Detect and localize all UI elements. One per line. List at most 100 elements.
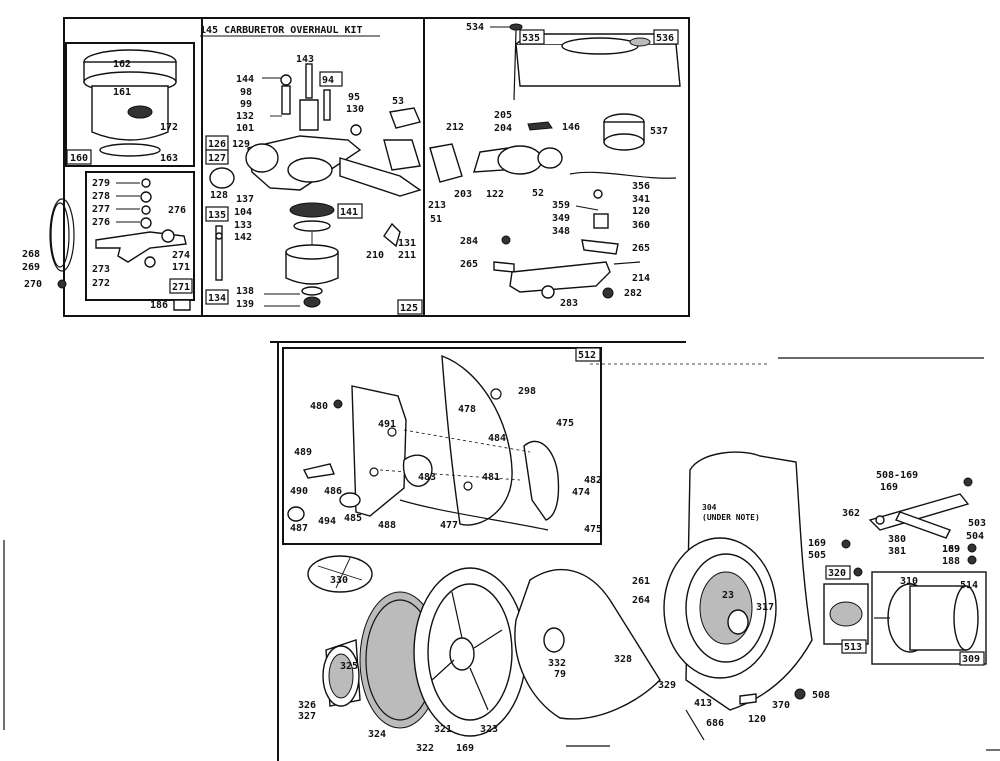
part-label-p122: 122 <box>486 189 504 200</box>
part-label-p212: 212 <box>446 122 464 133</box>
throttle-lever <box>868 493 970 531</box>
part-label-p475b: 475 <box>584 524 602 535</box>
part-label-p508: 508 <box>812 690 830 701</box>
part-label-p686: 686 <box>706 718 724 729</box>
part-label-p98: 98 <box>240 87 252 98</box>
part-label-p322: 322 <box>416 743 434 754</box>
part-label-p141: 141 <box>340 207 358 218</box>
part-label-note: 304(UNDER NOTE) <box>702 503 760 522</box>
part-label-p269: 269 <box>22 262 40 273</box>
label-160: 160 <box>70 153 88 164</box>
part-label-p79: 79 <box>554 669 566 680</box>
part-label-p134: 134 <box>208 293 226 304</box>
part-label-p213: 213 <box>428 200 446 211</box>
part-label-p356: 356 <box>632 181 650 192</box>
part-label-p487: 487 <box>290 523 308 534</box>
breaker-plate <box>351 385 407 517</box>
part-label-p477: 477 <box>440 520 458 531</box>
part-label-p341: 341 <box>632 194 650 205</box>
part-label-p536: 536 <box>656 33 674 44</box>
part-label-p272: 272 <box>92 278 110 289</box>
part-label-p330: 330 <box>330 575 348 586</box>
part-label-p325: 325 <box>340 661 358 672</box>
part-label-p480: 480 <box>310 401 328 412</box>
part-label-p210: 210 <box>366 250 384 261</box>
part-label-p484: 484 <box>488 433 506 444</box>
part-label-p211: 211 <box>398 250 416 261</box>
part-label-p324: 324 <box>368 729 386 740</box>
label-161: 161 <box>113 87 131 98</box>
part-label-p320: 320 <box>828 568 846 579</box>
upper-panel-frame <box>63 17 690 317</box>
part-label-p514: 514 <box>960 580 978 591</box>
part-label-p276b: 276 <box>168 205 186 216</box>
part-label-p276a: 276 <box>92 217 110 228</box>
part-label-p120a: 120 <box>632 206 650 217</box>
part-label-p104: 104 <box>234 207 252 218</box>
part-label-p278: 278 <box>92 191 110 202</box>
part-label-p309: 309 <box>962 654 980 665</box>
part-label-p130: 130 <box>346 104 364 115</box>
part-label-p169c: 169 <box>942 544 960 555</box>
part-label-p132: 132 <box>236 111 254 122</box>
part-label-p94: 94 <box>322 75 334 86</box>
part-label-p51: 51 <box>430 214 442 225</box>
part-label-p513: 513 <box>844 642 862 653</box>
part-label-p491: 491 <box>378 419 396 430</box>
part-label-p506: 508-169 <box>876 470 918 481</box>
part-label-p482: 482 <box>584 475 602 486</box>
part-label-p125: 125 <box>400 303 418 314</box>
part-label-p265a: 265 <box>632 243 650 254</box>
part-label-p283: 283 <box>560 298 578 309</box>
part-label-p349: 349 <box>552 213 570 224</box>
part-label-p298: 298 <box>518 386 536 397</box>
part-label-p120b: 120 <box>748 714 766 725</box>
part-label-p126: 126 <box>208 139 226 150</box>
label-162: 162 <box>113 59 131 70</box>
part-label-p494: 494 <box>318 516 336 527</box>
part-label-p205: 205 <box>494 110 512 121</box>
part-label-p381: 381 <box>888 546 906 557</box>
part-label-p277: 277 <box>92 204 110 215</box>
part-label-p138: 138 <box>236 286 254 297</box>
part-label-p504: 504 <box>966 531 984 542</box>
part-label-p380: 380 <box>888 534 906 545</box>
part-label-p328: 328 <box>614 654 632 665</box>
part-label-p135: 135 <box>208 210 226 221</box>
part-label-p329: 329 <box>658 680 676 691</box>
part-label-p261: 261 <box>632 576 650 587</box>
part-label-p485: 485 <box>344 513 362 524</box>
part-label-p317: 317 <box>756 602 774 613</box>
spring-disc <box>307 555 373 593</box>
part-label-p264: 264 <box>632 595 650 606</box>
part-label-p128: 128 <box>210 190 228 201</box>
part-label-p486: 486 <box>324 486 342 497</box>
part-label-p23: 23 <box>722 590 734 601</box>
part-label-p268: 268 <box>22 249 40 260</box>
part-label-p53: 53 <box>392 96 404 107</box>
part-label-p52: 52 <box>532 188 544 199</box>
part-label-p274: 274 <box>172 250 190 261</box>
part-label-p321: 321 <box>434 724 452 735</box>
part-label-p189: 189 <box>942 544 960 555</box>
part-label-p478: 478 <box>458 404 476 415</box>
part-label-p188: 188 <box>942 556 960 567</box>
part-label-p214: 214 <box>632 273 650 284</box>
label-172: 172 <box>160 122 178 133</box>
part-label-p101: 101 <box>236 123 254 134</box>
part-label-p95: 95 <box>348 92 360 103</box>
part-label-p475a: 475 <box>556 418 574 429</box>
air-cleaner-box <box>65 42 195 167</box>
part-label-p370: 370 <box>772 700 790 711</box>
points-box <box>282 347 602 545</box>
part-label-p169a: 169 <box>456 743 474 754</box>
part-label-p332: 332 <box>548 658 566 669</box>
part-label-p537: 537 <box>650 126 668 137</box>
part-label-p133: 133 <box>234 220 252 231</box>
part-label-p512: 512 <box>578 350 596 361</box>
part-label-p169d: 169 <box>880 482 898 493</box>
part-label-p481: 481 <box>482 472 500 483</box>
part-label-p413: 413 <box>694 698 712 709</box>
part-label-p131: 131 <box>398 238 416 249</box>
